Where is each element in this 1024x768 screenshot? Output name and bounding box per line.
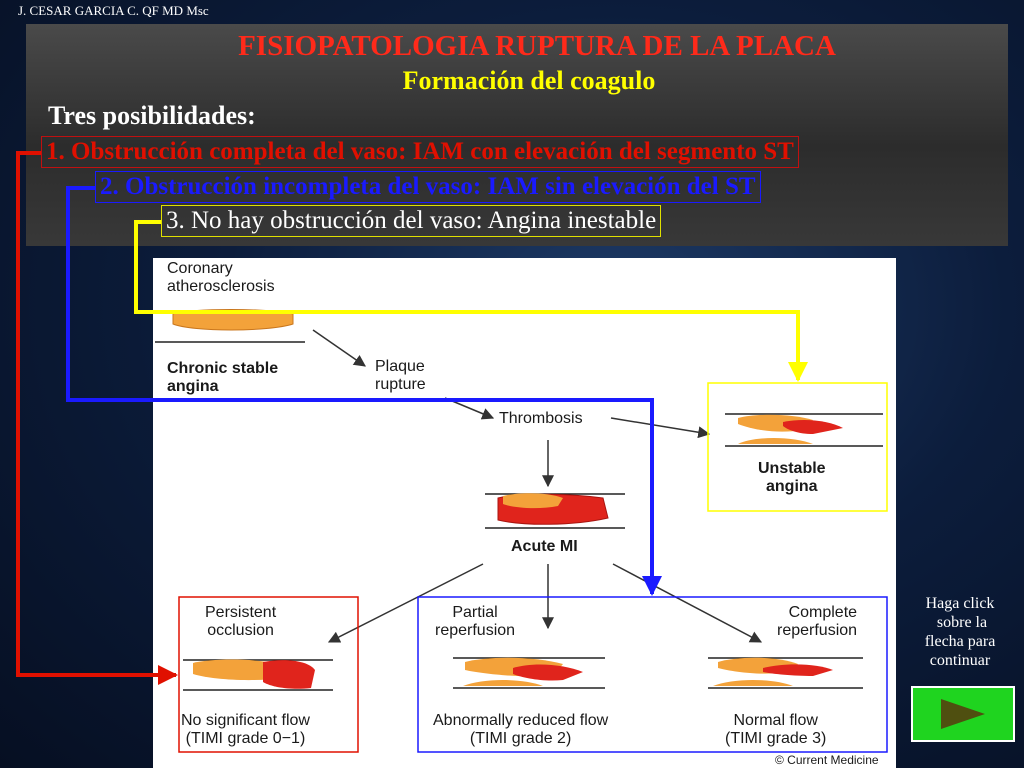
label-persistent-occlusion: Persistent occlusion bbox=[205, 604, 277, 639]
label-coronary-atherosclerosis: Coronary atherosclerosis bbox=[167, 260, 275, 295]
label-unstable-angina: Unstable angina bbox=[758, 460, 826, 495]
vessel-partial bbox=[453, 657, 605, 689]
next-slide-button[interactable] bbox=[911, 686, 1015, 742]
option-2-incomplete-obstruction: 2. Obstrucción incompleta del vaso: IAM … bbox=[95, 171, 761, 203]
label-reduced-flow: Abnormally reduced flow (TIMI grade 2) bbox=[433, 712, 609, 747]
label-thrombosis: Thrombosis bbox=[499, 410, 583, 427]
pathophysiology-figure: Coronary atherosclerosis Chronic stable … bbox=[153, 258, 896, 768]
vessel-unstable bbox=[725, 413, 883, 447]
label-complete-reperfusion: Complete reperfusion bbox=[777, 604, 858, 639]
figure-drawing bbox=[155, 309, 883, 691]
label-partial-reperfusion: Partial reperfusion bbox=[435, 604, 516, 639]
label-normal-flow: Normal flow (TIMI grade 3) bbox=[725, 712, 827, 747]
vessel-chronic bbox=[155, 309, 305, 343]
vessel-persistent bbox=[183, 659, 333, 691]
label-plaque-rupture: Plaque rupture bbox=[375, 358, 426, 393]
vessel-acute-mi bbox=[485, 493, 625, 529]
option-1-complete-obstruction: 1. Obstrucción completa del vaso: IAM co… bbox=[41, 136, 799, 168]
author-label: J. CESAR GARCIA C. QF MD Msc bbox=[18, 3, 209, 18]
vessel-complete bbox=[708, 657, 863, 689]
option-3-no-obstruction: 3. No hay obstrucción del vaso: Angina i… bbox=[161, 205, 662, 237]
continue-hint: Haga click sobre la flecha para continua… bbox=[924, 595, 996, 669]
play-arrow-icon bbox=[941, 699, 985, 729]
slide-subtitle: Formación del coagulo bbox=[402, 66, 656, 95]
slide-title: FISIOPATOLOGIA RUPTURA DE LA PLACA bbox=[238, 30, 836, 62]
label-chronic-stable-angina: Chronic stable angina bbox=[167, 360, 279, 395]
label-no-significant-flow: No significant flow (TIMI grade 0−1) bbox=[181, 712, 310, 747]
lead-text: Tres posibilidades: bbox=[48, 101, 256, 130]
figure-credit: © Current Medicine bbox=[775, 753, 879, 767]
label-acute-mi: Acute MI bbox=[511, 538, 578, 555]
